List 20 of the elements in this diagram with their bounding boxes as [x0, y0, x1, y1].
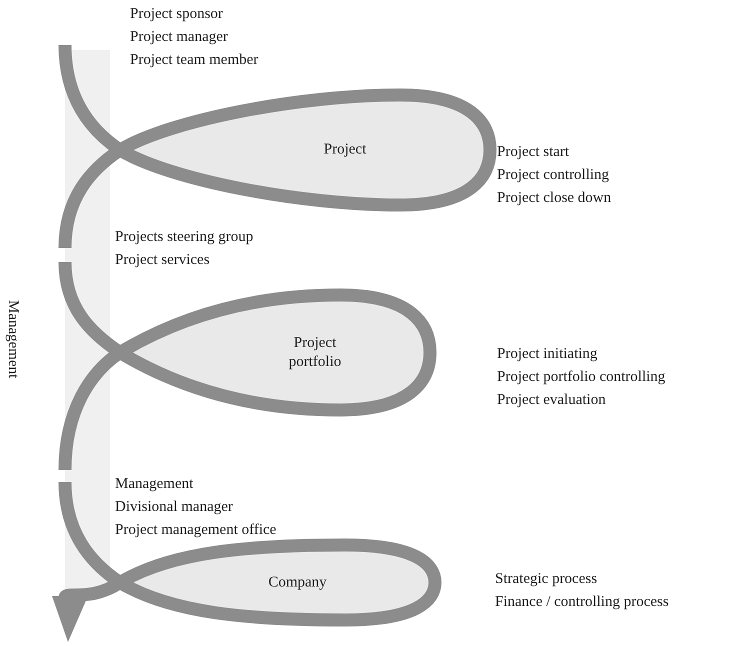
text-label: Finance / controlling process [495, 593, 669, 611]
text-label: Project initiating [497, 345, 598, 363]
text-label: Management [115, 475, 194, 493]
text-label: Project services [115, 251, 210, 269]
loop-label: Project [322, 140, 368, 160]
axis-label: Management [4, 300, 22, 378]
text-label: Project management office [115, 521, 276, 539]
text-label: Project portfolio controlling [497, 368, 666, 386]
text-label: Project start [497, 143, 570, 161]
text-label: Strategic process [495, 570, 598, 588]
text-label: Project sponsor [130, 5, 223, 23]
loop-label: Project portfolio [288, 334, 342, 372]
loop-label: Company [267, 573, 328, 592]
text-label: Project team member [130, 51, 258, 69]
text-label: Projects steering group [115, 228, 254, 246]
text-label: Project evaluation [497, 391, 606, 409]
text-label: Project manager [130, 28, 228, 46]
text-label: Project controlling [497, 166, 610, 184]
text-label: Divisional manager [115, 498, 233, 516]
text-label: Project close down [497, 189, 612, 207]
